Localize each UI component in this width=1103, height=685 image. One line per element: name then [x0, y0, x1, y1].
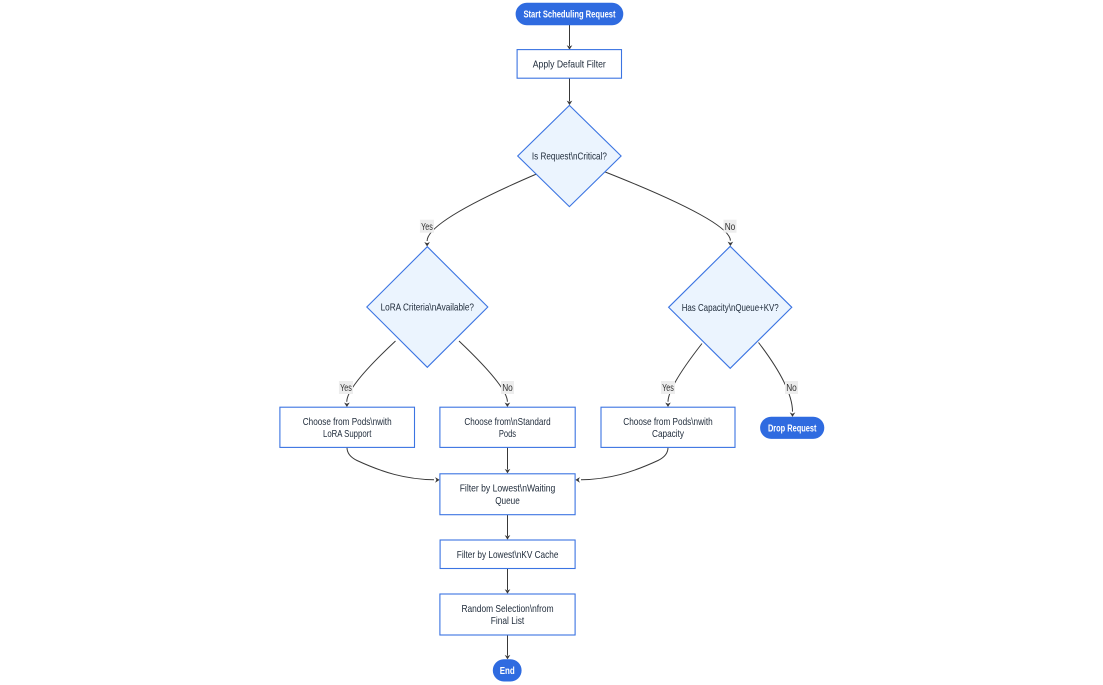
svg-text:Start Scheduling Request: Start Scheduling Request — [524, 10, 616, 21]
svg-text:No: No — [786, 383, 797, 394]
svg-text:End: End — [500, 666, 515, 677]
svg-text:No: No — [502, 383, 513, 394]
svg-text:Queue: Queue — [495, 496, 520, 507]
svg-text:Has Capacity\nQueue+KV?: Has Capacity\nQueue+KV? — [682, 303, 779, 314]
svg-text:Final List: Final List — [491, 616, 525, 627]
svg-text:No: No — [725, 222, 736, 233]
svg-text:Yes: Yes — [340, 383, 352, 394]
svg-text:Yes: Yes — [421, 222, 433, 233]
svg-text:Choose from\nStandard: Choose from\nStandard — [464, 417, 551, 428]
svg-text:Is Request\nCritical?: Is Request\nCritical? — [532, 152, 607, 163]
svg-text:LoRA Support: LoRA Support — [323, 429, 372, 440]
svg-text:Random Selection\nfrom: Random Selection\nfrom — [461, 604, 553, 615]
svg-text:Pods: Pods — [499, 429, 516, 440]
svg-text:LoRA Criteria\nAvailable?: LoRA Criteria\nAvailable? — [381, 303, 475, 314]
svg-text:Apply Default Filter: Apply Default Filter — [533, 60, 607, 71]
svg-text:Filter by Lowest\nKV Cache: Filter by Lowest\nKV Cache — [457, 550, 559, 561]
svg-text:Choose from Pods\nwith: Choose from Pods\nwith — [303, 417, 392, 428]
svg-text:Drop Request: Drop Request — [768, 423, 817, 434]
svg-text:Choose from Pods\nwith: Choose from Pods\nwith — [623, 417, 712, 428]
svg-text:Filter by Lowest\nWaiting: Filter by Lowest\nWaiting — [460, 484, 556, 495]
svg-text:Capacity: Capacity — [652, 429, 685, 440]
svg-text:Yes: Yes — [662, 383, 674, 394]
